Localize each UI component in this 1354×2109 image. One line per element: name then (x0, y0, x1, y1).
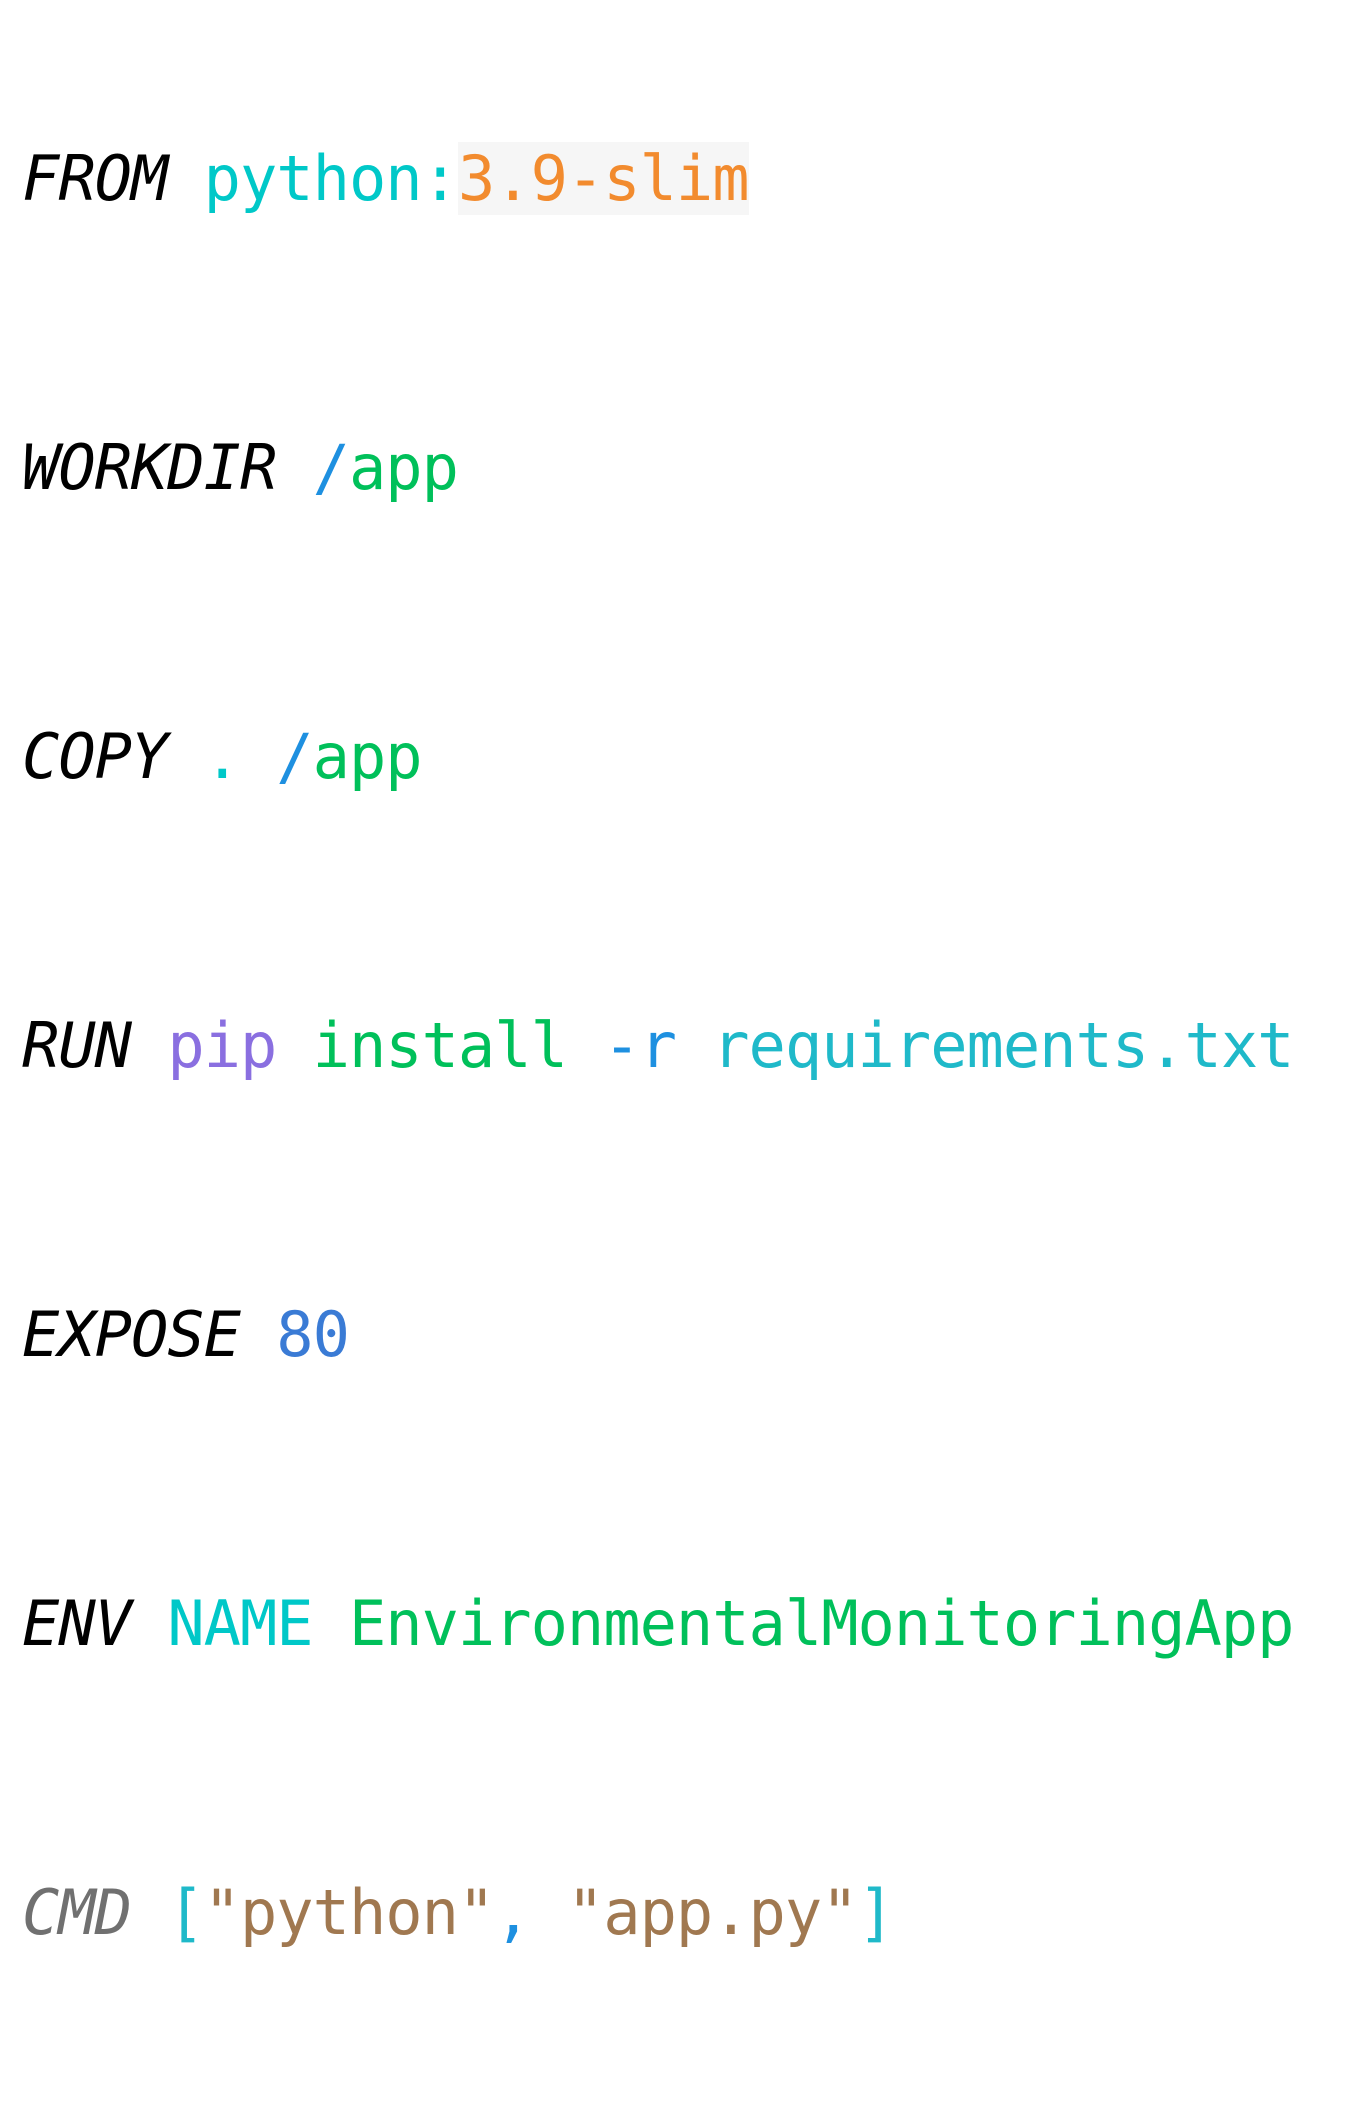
code-token: . (203, 720, 241, 793)
code-line: CMD ["python", "app.py"] (22, 1882, 1342, 2047)
code-token: "app.py" (566, 1876, 859, 1949)
instruction-keyword: FROM (22, 142, 168, 215)
code-line: ENV NAME EnvironmentalMonitoringApp (22, 1593, 1342, 1758)
instruction-keyword: EXPOSE (22, 1298, 241, 1371)
code-token: -r (603, 1009, 677, 1082)
whitespace (167, 142, 203, 215)
code-token: app (312, 720, 423, 793)
whitespace (131, 1587, 167, 1660)
code-token: / (276, 720, 313, 793)
instruction-keyword: CMD (22, 1876, 132, 1949)
instruction-keyword: RUN (22, 1009, 132, 1082)
whitespace (276, 1009, 312, 1082)
whitespace (313, 1587, 349, 1660)
code-line: COPY . /app (22, 726, 1342, 891)
code-token: app (348, 431, 459, 504)
code-token: 3.9-slim (457, 142, 750, 215)
code-token: / (312, 431, 350, 504)
whitespace (131, 1876, 167, 1949)
code-line: EXPOSE 80 (22, 1304, 1342, 1469)
whitespace (240, 1298, 276, 1371)
code-token: , (494, 1876, 531, 1949)
whitespace (567, 1009, 603, 1082)
whitespace (531, 1876, 567, 1949)
code-token: EnvironmentalMonitoringApp (348, 1587, 1295, 1660)
code-line: RUN pip install -r requirements.txt (22, 1015, 1342, 1180)
instruction-keyword: COPY (22, 720, 168, 793)
code-token: "python" (203, 1876, 496, 1949)
dockerfile-code-block: FROM python:3.9-slim WORKDIR /app COPY .… (22, 24, 1342, 2109)
code-token: requirements.txt (712, 1009, 1294, 1082)
code-line: WORKDIR /app (22, 437, 1342, 602)
whitespace (131, 1009, 167, 1082)
code-token: install (312, 1009, 568, 1082)
whitespace (167, 720, 203, 793)
whitespace (676, 1009, 712, 1082)
code-token: [ (167, 1876, 204, 1949)
code-token: ] (857, 1876, 895, 1949)
code-token: NAME (167, 1587, 313, 1660)
code-token: 80 (276, 1298, 350, 1371)
code-token: pip (167, 1009, 277, 1082)
whitespace (276, 431, 312, 504)
instruction-keyword: ENV (22, 1587, 132, 1660)
code-line: FROM python:3.9-slim (22, 142, 1342, 313)
whitespace (240, 720, 276, 793)
instruction-keyword: WORKDIR (22, 431, 277, 504)
code-token: python: (203, 142, 459, 215)
